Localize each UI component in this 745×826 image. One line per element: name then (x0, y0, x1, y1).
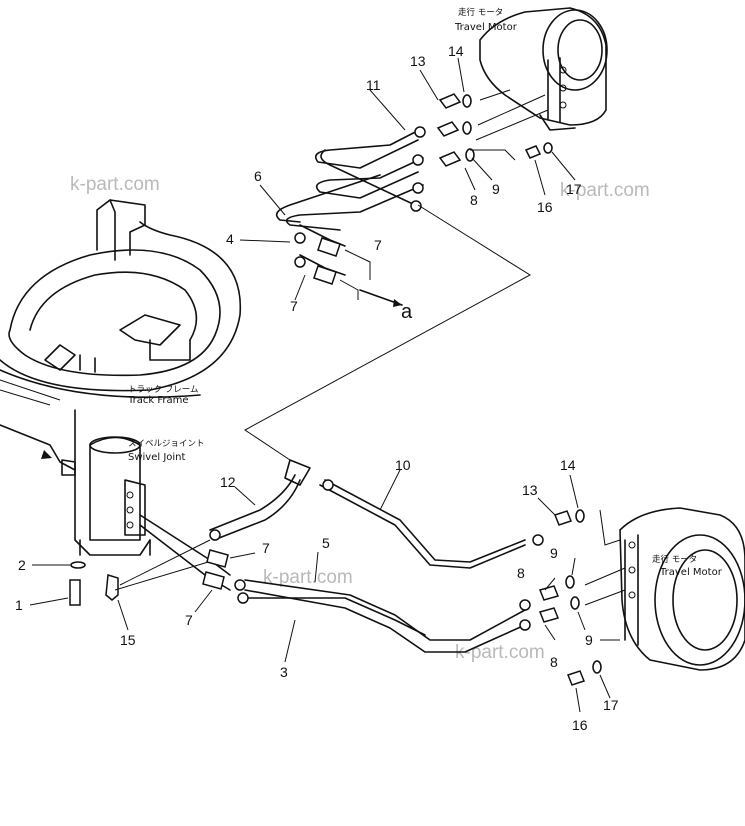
callout-7-lower-a: 7 (262, 540, 270, 556)
callout-13-upper: 13 (410, 53, 426, 69)
hoses-lower (139, 459, 544, 653)
fittings-lower (538, 509, 602, 686)
callout-leaders (29, 57, 611, 713)
callout-7-lower-b: 7 (185, 612, 193, 628)
callout-11: 11 (366, 77, 381, 93)
watermark-4: k-part.com (455, 642, 545, 663)
elbow-15 (105, 574, 119, 601)
travel-motor-lower-label: Travel Motor (659, 567, 723, 578)
travel-motor-lower (619, 507, 745, 671)
callout-2: 2 (18, 557, 26, 573)
swivel-joint-label: Swivel Joint (128, 452, 186, 463)
callout-17-upper: 17 (566, 181, 582, 197)
callout-14-lower: 14 (560, 457, 576, 473)
fittings-upper (436, 93, 553, 167)
callout-7-upper-b: 7 (290, 298, 298, 314)
callout-5: 5 (322, 535, 330, 551)
watermark-3: k-part.com (263, 567, 353, 588)
callout-15: 15 (120, 632, 136, 648)
callout-14-upper: 14 (448, 43, 464, 59)
callout-10: 10 (395, 457, 411, 473)
callout-7-upper-a: 7 (374, 237, 382, 253)
fitting-1 (69, 579, 81, 606)
callout-9-lower-b: 9 (585, 632, 593, 648)
leader-line (244, 204, 531, 461)
travel-motor-upper-jp: 走行 モータ (458, 7, 503, 18)
travel-motor-upper (479, 7, 608, 131)
travel-motor-upper-label: Travel Motor (454, 22, 518, 33)
callout-8-lower-b: 8 (550, 654, 558, 670)
callout-16-lower: 16 (572, 717, 588, 733)
watermark-1: k-part.com (70, 174, 160, 195)
travel-motor-lower-jp: 走行 モータ (652, 554, 697, 565)
callout-8-upper: 8 (470, 192, 478, 208)
track-frame (0, 199, 242, 471)
callout-8-lower-a: 8 (517, 565, 525, 581)
motor-lower-leaders (584, 509, 626, 641)
track-frame-jp: トラック フレーム (128, 385, 198, 395)
washer-2 (70, 561, 86, 569)
ref-a: a (401, 301, 413, 323)
callout-17-lower: 17 (603, 697, 619, 713)
callout-16-upper: 16 (537, 199, 553, 215)
callout-9-upper: 9 (492, 181, 500, 197)
callout-6: 6 (254, 168, 262, 184)
swivel-joint-jp: スイベルジョイント (128, 439, 205, 449)
callout-3: 3 (280, 664, 288, 680)
callout-12: 12 (220, 474, 236, 490)
callout-13-lower: 13 (522, 482, 538, 498)
callout-4: 4 (226, 231, 234, 247)
callout-9-lower-a: 9 (550, 545, 558, 561)
swivel-joint (61, 409, 151, 556)
callout-1: 1 (15, 597, 23, 613)
track-frame-label: Track Frame (127, 395, 189, 406)
watermark-2: k-part.com (560, 180, 650, 201)
hoses-upper (275, 126, 426, 300)
